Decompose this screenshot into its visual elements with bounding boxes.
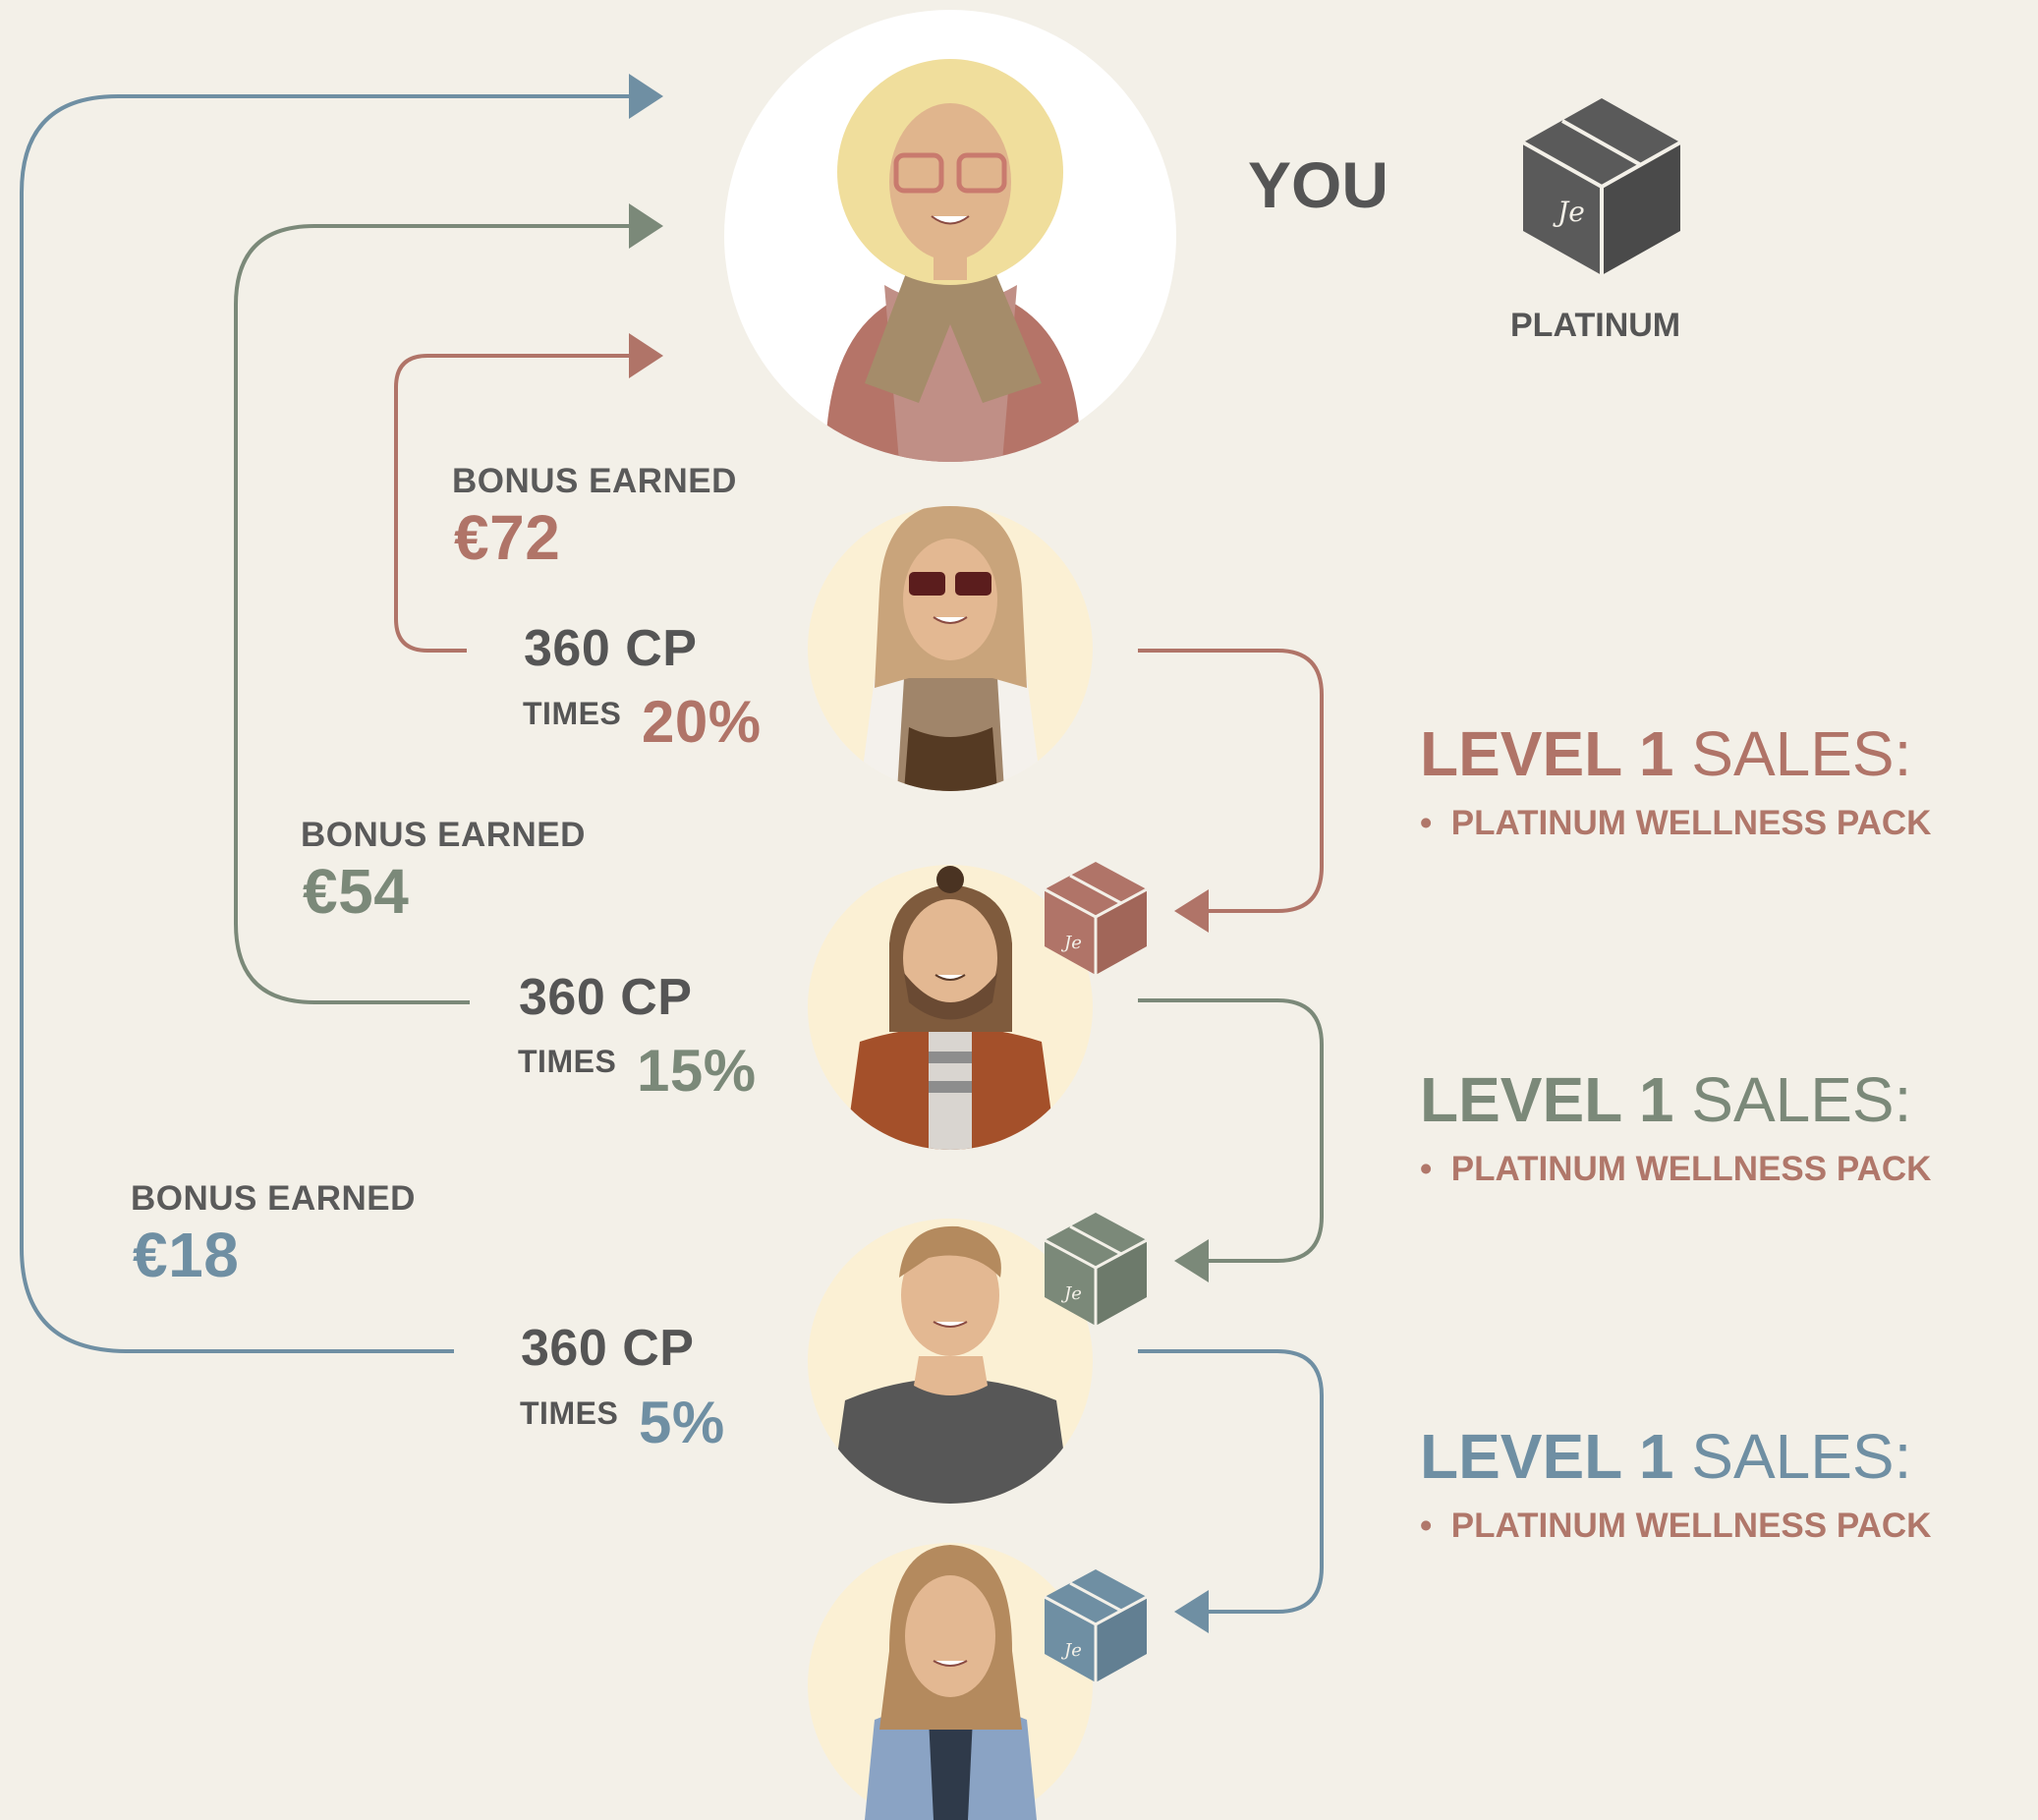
arrow-head-level-3 (629, 74, 663, 119)
bonus-path-level-2 (234, 224, 629, 1004)
avatar-level-3 (808, 1219, 1093, 1504)
sales-heading-2: LEVEL 1 SALES: (1420, 1063, 1911, 1136)
bullet: • (1420, 1150, 1433, 1188)
bonus-value-level-3: €18 (133, 1220, 240, 1290)
sales-item-label: PLATINUM WELLNESS PACK (1450, 1507, 1932, 1545)
sales-arrow-head-3 (1174, 1590, 1209, 1633)
svg-text:Je: Je (1060, 933, 1082, 953)
avatar-you (724, 10, 1176, 462)
sales-heading-3: LEVEL 1 SALES: (1420, 1420, 1911, 1493)
sales-item-label: PLATINUM WELLNESS PACK (1450, 804, 1932, 842)
avatar-level-1 (808, 506, 1093, 791)
package-box-icon: Je (1044, 1213, 1148, 1326)
bonus-value-level-1: €72 (454, 502, 561, 573)
svg-text:Je: Je (1553, 196, 1585, 228)
sales-path-3 (1138, 1349, 1324, 1614)
svg-text:Je: Je (1060, 1283, 1082, 1304)
sales-item-label: PLATINUM WELLNESS PACK (1450, 1150, 1932, 1188)
avatar-level-4 (808, 1543, 1093, 1820)
times-label-level-1: TIMES (523, 696, 622, 731)
sales-path-1 (1138, 649, 1324, 913)
sales-word: SALES: (1691, 1421, 1912, 1492)
sales-item-3: • PLATINUM WELLNESS PACK (1420, 1507, 1931, 1546)
sales-arrow-head-2 (1174, 1239, 1209, 1282)
times-label-level-3: TIMES (520, 1395, 619, 1431)
avatar-level-2 (808, 865, 1093, 1150)
rank-label: PLATINUM (1510, 307, 1681, 344)
sales-path-2 (1138, 998, 1324, 1263)
sales-word: SALES: (1691, 1064, 1912, 1135)
sales-level: LEVEL 1 (1420, 1421, 1674, 1492)
cp-value-level-2: 360 CP (519, 969, 693, 1026)
percent-level-1: 20% (642, 689, 762, 755)
times-label-level-2: TIMES (518, 1044, 617, 1079)
sales-item-2: • PLATINUM WELLNESS PACK (1420, 1150, 1931, 1189)
percent-level-2: 15% (637, 1038, 757, 1104)
bonus-path-level-1 (394, 354, 629, 653)
cp-value-level-3: 360 CP (521, 1320, 695, 1377)
package-box-icon: Je (1044, 862, 1148, 975)
sales-level: LEVEL 1 (1420, 1064, 1674, 1135)
cp-value-level-1: 360 CP (524, 620, 698, 677)
bonus-value-level-2: €54 (303, 856, 410, 927)
bonus-label-level-1: BONUS EARNED (452, 462, 737, 500)
bullet: • (1420, 1507, 1433, 1545)
package-box-icon: Je (1522, 98, 1681, 275)
sales-item-1: • PLATINUM WELLNESS PACK (1420, 804, 1931, 843)
arrow-head-level-2 (629, 203, 663, 249)
you-label: YOU (1248, 148, 1389, 221)
package-box-icon: Je (1044, 1569, 1148, 1682)
arrow-head-level-1 (629, 333, 663, 378)
bonus-label-level-2: BONUS EARNED (301, 816, 586, 854)
percent-level-3: 5% (639, 1390, 725, 1455)
sales-arrow-head-1 (1174, 889, 1209, 933)
bullet: • (1420, 804, 1433, 842)
sales-word: SALES: (1691, 718, 1912, 789)
sales-level: LEVEL 1 (1420, 718, 1674, 789)
bonus-label-level-3: BONUS EARNED (131, 1179, 416, 1218)
sales-heading-1: LEVEL 1 SALES: (1420, 717, 1911, 790)
bonus-path-level-3 (20, 94, 629, 1353)
svg-text:Je: Je (1060, 1640, 1082, 1661)
